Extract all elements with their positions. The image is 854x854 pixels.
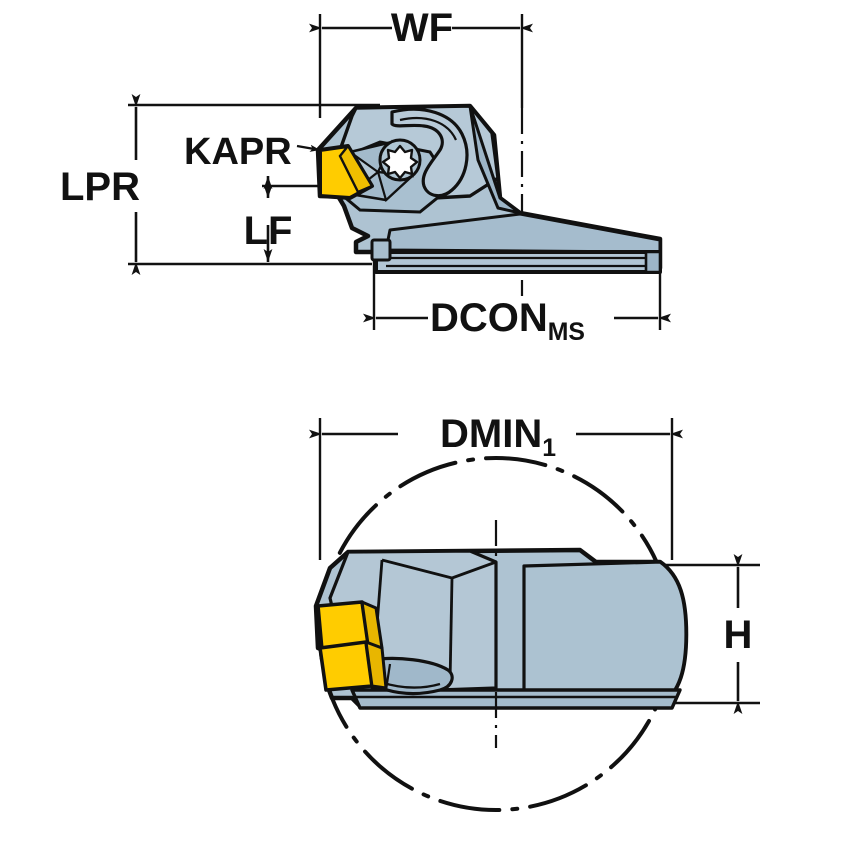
end-view-tool-body [313, 520, 689, 748]
dim-label-wf: WF [391, 6, 453, 50]
insert-face-lower [318, 640, 374, 692]
dim-label-lf: LF [244, 209, 293, 253]
dcon-subscript: MS [548, 319, 585, 346]
end-view: DMIN1 H [309, 412, 760, 812]
dimension-lf: LF [244, 176, 293, 262]
end-view-cutting-insert [316, 600, 388, 692]
facet-line-3 [448, 577, 454, 685]
coupling-flange [374, 250, 662, 274]
dimension-h: H [724, 554, 753, 714]
coupling-drive-key [370, 238, 392, 262]
dim-label-dcon: DCONMS [430, 296, 585, 346]
side-view: WF LPR KAPR LF DCONMS [60, 6, 671, 346]
end-view-shank-band [350, 688, 682, 710]
facet-line-2 [381, 558, 453, 580]
dim-label-h: H [724, 613, 753, 657]
dimension-dcon-ms: DCONMS [363, 296, 671, 346]
dimension-dmin1: DMIN1 [309, 412, 683, 462]
dimension-lpr: LPR [60, 94, 141, 275]
torx-screw-star-recess [381, 144, 419, 180]
dim-label-lpr: LPR [60, 165, 140, 209]
tool-head-flank-facet [468, 104, 522, 215]
dmin-main: DMIN [440, 412, 542, 456]
coupling-end-chamfer [644, 250, 662, 274]
insert-clamp-arm [390, 107, 469, 198]
dimension-kapr: KAPR [184, 131, 321, 173]
clamp-arm-inner-contour [399, 116, 458, 141]
end-view-coupling-body [522, 560, 688, 708]
dcon-main: DCON [430, 296, 548, 340]
dimension-wf: WF [309, 6, 533, 50]
cutting-insert-edge-facet [338, 143, 374, 194]
side-view-tool-body [315, 103, 663, 296]
dim-label-dmin1: DMIN1 [440, 412, 556, 462]
dmin-subscript: 1 [542, 435, 556, 462]
facet-line-4 [451, 560, 497, 580]
insert-side-lower [364, 640, 388, 690]
dim-label-kapr: KAPR [184, 131, 292, 173]
